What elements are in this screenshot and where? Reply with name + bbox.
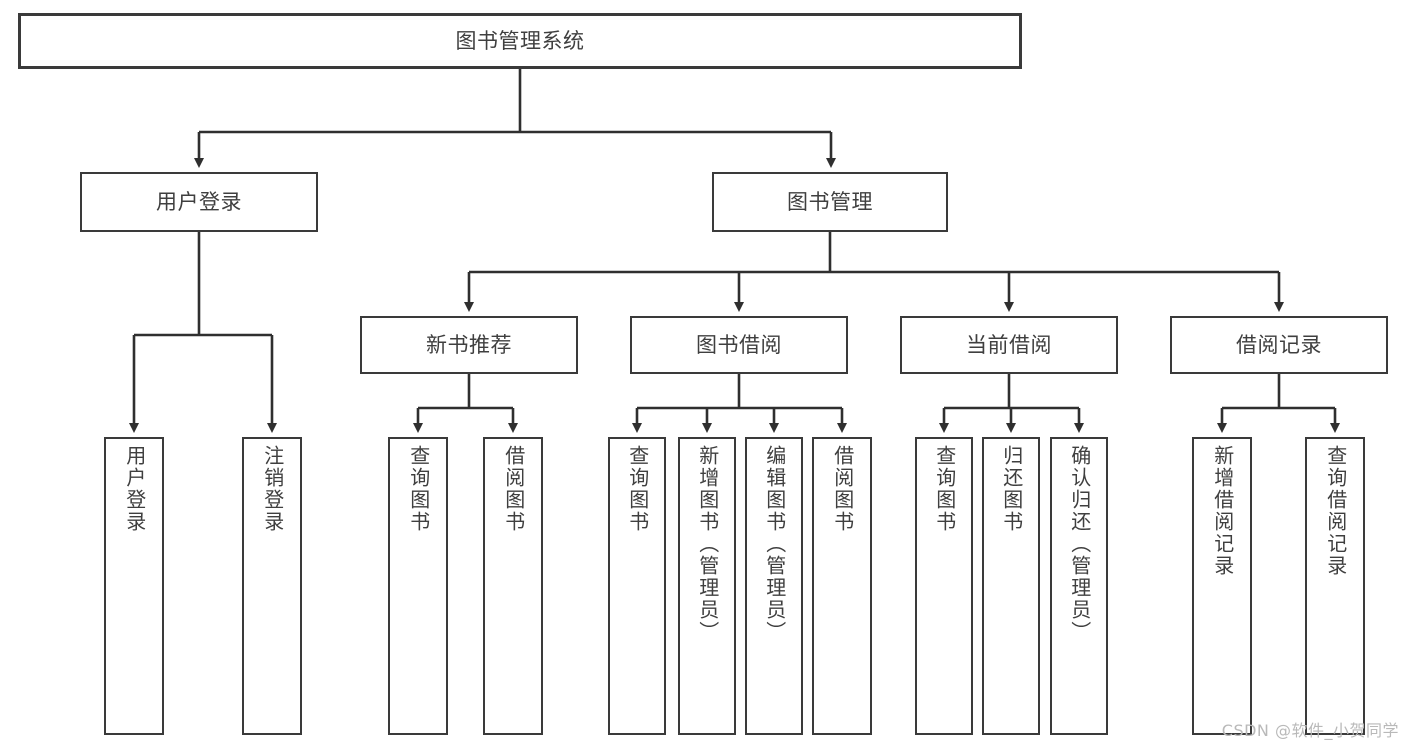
node-leaf-borrow-book-2-label: 借阅图书 [830,445,855,533]
node-user-login[interactable]: 用户登录 [80,172,318,232]
node-new-book-rec-label: 新书推荐 [426,332,512,357]
node-leaf-query-book-1-label: 查询图书 [406,445,431,533]
node-leaf-add-record[interactable]: 新增借阅记录 [1192,437,1252,735]
node-leaf-edit-book[interactable]: 编辑图书（管理员） [745,437,803,735]
node-leaf-confirm-return[interactable]: 确认归还（管理员） [1050,437,1108,735]
node-book-manage[interactable]: 图书管理 [712,172,948,232]
node-leaf-query-book-1[interactable]: 查询图书 [388,437,448,735]
node-book-manage-label: 图书管理 [787,189,873,214]
node-leaf-borrow-book-1[interactable]: 借阅图书 [483,437,543,735]
node-leaf-query-book-2[interactable]: 查询图书 [608,437,666,735]
node-leaf-add-record-label: 新增借阅记录 [1210,445,1235,577]
node-leaf-return-book-label: 归还图书 [999,445,1024,533]
node-leaf-logout-label: 注销登录 [260,445,285,533]
node-leaf-logout[interactable]: 注销登录 [242,437,302,735]
node-leaf-add-book-label: 新增图书（管理员） [695,445,720,643]
node-leaf-query-book-2-label: 查询图书 [625,445,650,533]
node-new-book-rec[interactable]: 新书推荐 [360,316,578,374]
node-book-borrow[interactable]: 图书借阅 [630,316,848,374]
node-leaf-query-book-3[interactable]: 查询图书 [915,437,973,735]
node-leaf-return-book[interactable]: 归还图书 [982,437,1040,735]
node-root-label: 图书管理系统 [455,28,585,53]
node-user-login-label: 用户登录 [156,189,242,214]
node-leaf-confirm-return-label: 确认归还（管理员） [1067,445,1092,643]
node-leaf-borrow-book-2[interactable]: 借阅图书 [812,437,872,735]
node-leaf-query-record[interactable]: 查询借阅记录 [1305,437,1365,735]
node-current-borrow-label: 当前借阅 [966,332,1052,357]
node-leaf-query-book-3-label: 查询图书 [932,445,957,533]
node-leaf-borrow-book-1-label: 借阅图书 [501,445,526,533]
node-leaf-user-login-label: 用户登录 [122,445,147,533]
node-borrow-record[interactable]: 借阅记录 [1170,316,1388,374]
node-leaf-add-book[interactable]: 新增图书（管理员） [678,437,736,735]
node-borrow-record-label: 借阅记录 [1236,332,1322,357]
node-root[interactable]: 图书管理系统 [18,13,1022,69]
node-current-borrow[interactable]: 当前借阅 [900,316,1118,374]
node-leaf-user-login[interactable]: 用户登录 [104,437,164,735]
node-book-borrow-label: 图书借阅 [696,332,782,357]
node-leaf-edit-book-label: 编辑图书（管理员） [762,445,787,643]
node-leaf-query-record-label: 查询借阅记录 [1323,445,1348,577]
watermark: CSDN @软件_小贺同学 [1221,721,1399,740]
